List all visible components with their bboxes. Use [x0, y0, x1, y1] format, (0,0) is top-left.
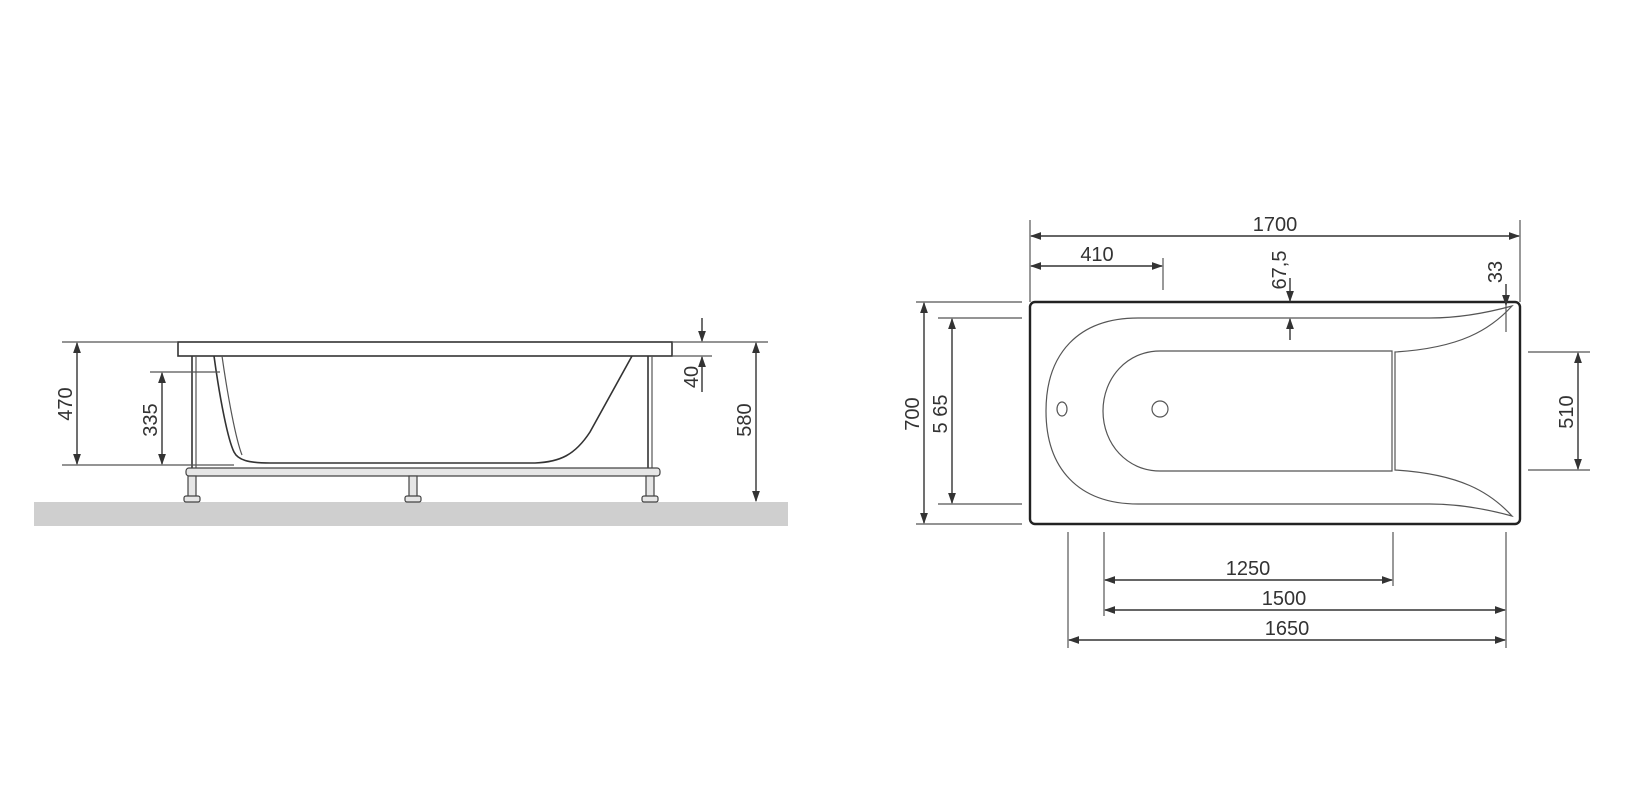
dim-label-33: 33	[1485, 261, 1507, 283]
dim-label-67-5: 67,5	[1269, 251, 1291, 290]
drain-icon	[1151, 400, 1169, 418]
tub-basin-inner-profile	[221, 355, 243, 456]
top-view: 1700 410 67,5 33 700 5 65 510 1250 1500 …	[902, 214, 1590, 648]
dim-label-1650: 1650	[1265, 618, 1310, 640]
dim-label-40: 40	[681, 366, 703, 388]
floor-slab	[34, 502, 788, 526]
overflow-icon	[1056, 401, 1068, 417]
dim-label-580: 580	[734, 403, 756, 436]
dim-label-700: 700	[902, 397, 924, 430]
dim-label-335: 335	[140, 403, 162, 436]
tub-rim	[177, 341, 673, 357]
dim-label-565: 5 65	[930, 395, 952, 434]
dim-label-1700: 1700	[1253, 214, 1298, 236]
dim-label-410: 410	[1080, 244, 1113, 266]
dim-label-1250: 1250	[1226, 558, 1271, 580]
frame-rail	[185, 467, 661, 477]
tub-inner-outline	[1045, 304, 1514, 518]
leg-mid	[408, 475, 418, 499]
side-view: 470 335 40 580	[34, 318, 788, 526]
leg-left	[187, 475, 197, 499]
dim-label-510: 510	[1556, 395, 1578, 428]
dim-label-470: 470	[55, 387, 77, 420]
tub-floor-outline	[1102, 350, 1393, 472]
dim-label-1500: 1500	[1262, 588, 1307, 610]
leg-right	[645, 475, 655, 499]
tub-basin-profile	[213, 355, 633, 464]
tub-outline	[1028, 300, 1522, 526]
